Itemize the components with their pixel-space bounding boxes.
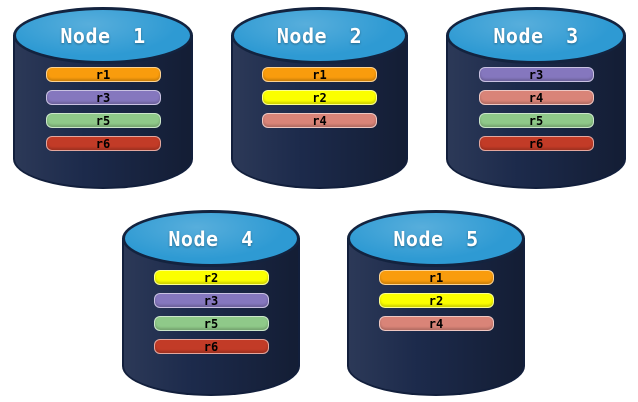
node-label: Node 1 [60, 23, 146, 48]
node-label: Node 5 [393, 226, 479, 251]
cylinder-top: Node 3 [446, 7, 626, 64]
node-cylinder-1: Node 1 r1 r3 r5 r6 [13, 7, 193, 189]
replica-list: r1 r2 r4 [347, 270, 525, 331]
replica-list: r3 r4 r5 r6 [446, 67, 626, 151]
replica-bar-r1: r1 [378, 270, 494, 285]
replica-bar-r5: r5 [45, 113, 161, 128]
replica-bar-r1: r1 [262, 67, 377, 82]
replica-bar-r6: r6 [153, 339, 269, 354]
replica-bar-r4: r4 [478, 90, 594, 105]
replica-list: r1 r2 r4 [231, 67, 408, 128]
node-cylinder-5: Node 5 r1 r2 r4 [347, 210, 525, 396]
replica-list: r2 r3 r5 r6 [122, 270, 300, 354]
replica-bar-r4: r4 [378, 316, 494, 331]
replica-bar-r2: r2 [262, 90, 377, 105]
cylinder-top: Node 2 [231, 7, 408, 64]
replica-bar-r2: r2 [153, 270, 269, 285]
replica-bar-r1: r1 [45, 67, 161, 82]
replica-bar-r5: r5 [478, 113, 594, 128]
cylinder-top: Node 4 [122, 210, 300, 267]
replica-bar-r2: r2 [378, 293, 494, 308]
replica-list: r1 r3 r5 r6 [13, 67, 193, 151]
node-cylinder-3: Node 3 r3 r4 r5 r6 [446, 7, 626, 189]
node-label: Node 2 [276, 23, 363, 48]
replica-bar-r3: r3 [478, 67, 594, 82]
cylinder-body [122, 238, 300, 396]
replica-bar-r3: r3 [45, 90, 161, 105]
node-cylinder-2: Node 2 r1 r2 r4 [231, 7, 408, 189]
replica-bar-r3: r3 [153, 293, 269, 308]
replica-bar-r5: r5 [153, 316, 269, 331]
node-cylinder-4: Node 4 r2 r3 r5 r6 [122, 210, 300, 396]
cylinder-top: Node 1 [13, 7, 193, 64]
replica-bar-r4: r4 [262, 113, 377, 128]
node-label: Node 4 [168, 226, 254, 251]
node-label: Node 3 [493, 23, 579, 48]
cylinder-top: Node 5 [347, 210, 525, 267]
replica-bar-r6: r6 [478, 136, 594, 151]
replica-bar-r6: r6 [45, 136, 161, 151]
